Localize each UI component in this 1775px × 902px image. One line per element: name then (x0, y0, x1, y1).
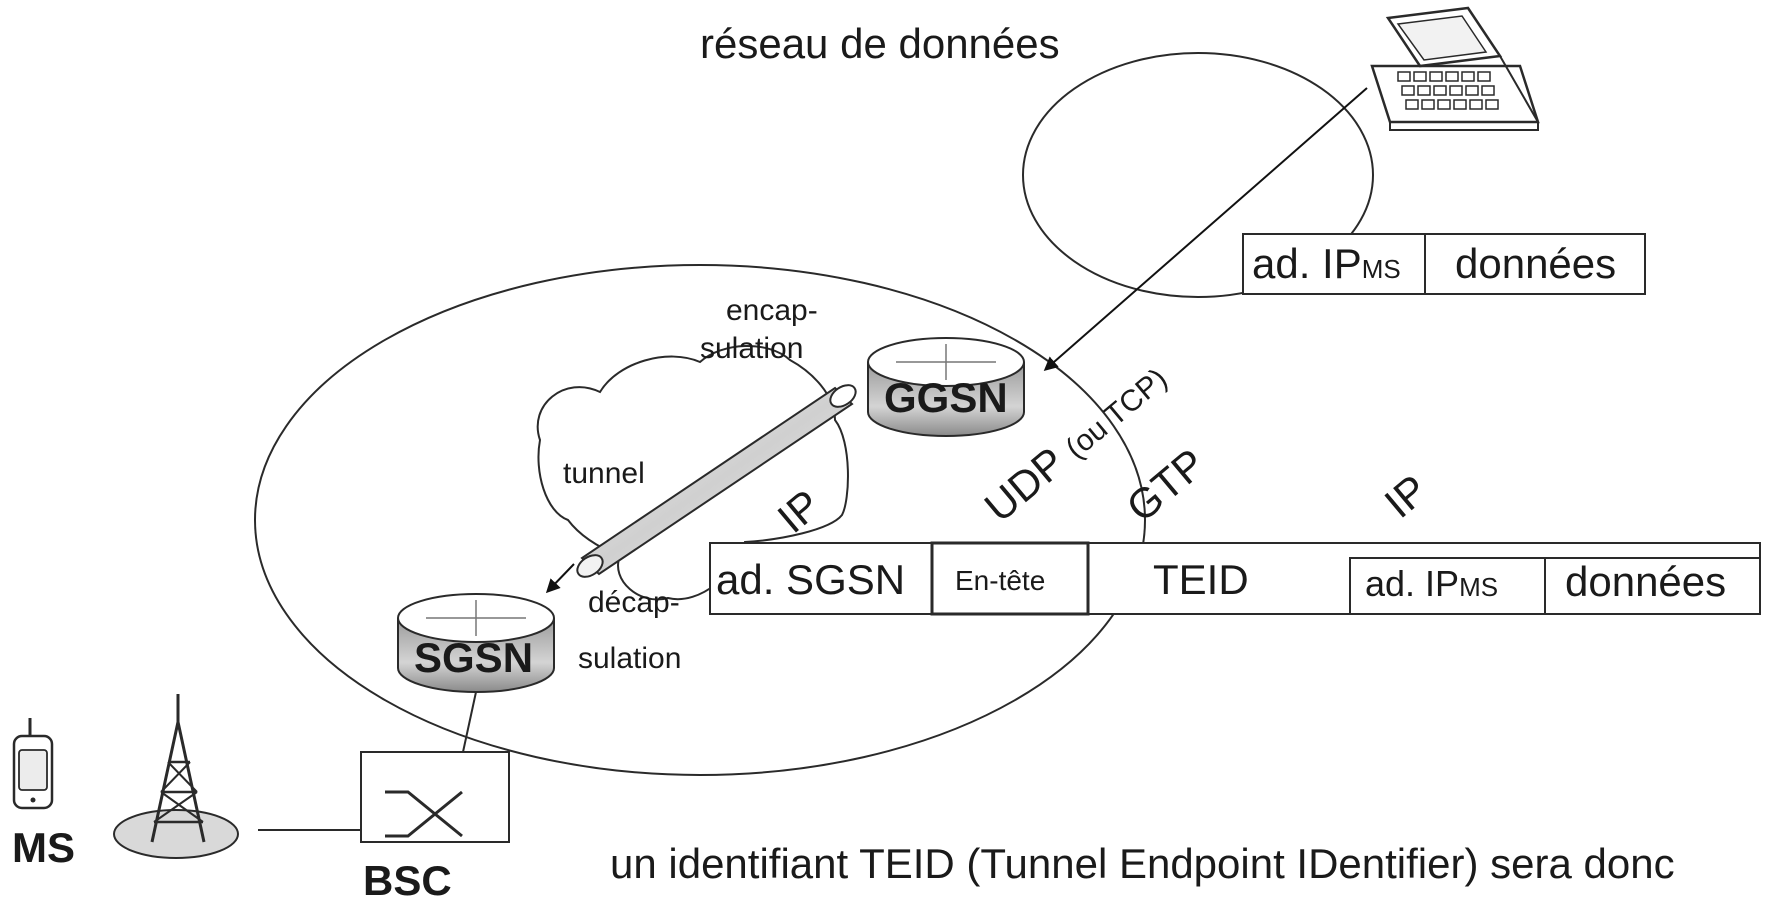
antenna-tower-icon (113, 694, 239, 859)
top-packet: ad. IPMS données (1242, 233, 1646, 295)
arrow-to-sgsn (545, 563, 575, 594)
sgsn-address-field: ad. SGSN (716, 556, 905, 603)
ggsn-router: GGSN (867, 337, 1025, 437)
operator-network-ellipse (254, 264, 1146, 776)
sgsn-bsc-link (462, 691, 477, 753)
sgsn-label: SGSN (414, 634, 533, 681)
data-network-ellipse (1022, 52, 1374, 298)
ms-label: MS (12, 824, 75, 871)
arrow-to-ggsn (1043, 87, 1368, 371)
gtp-label: GTP (1118, 439, 1214, 531)
diagram-title: réseau de données (700, 20, 1060, 67)
gtp-header-field: En-tête (955, 565, 1045, 596)
tunnel-packet: ad. SGSN En-tête TEID ad. IPMS données (709, 541, 1761, 616)
teid-field: TEID (1153, 556, 1249, 603)
tunnel-label: tunnel (563, 457, 645, 490)
encapsulation-label: encap- sulation (700, 294, 826, 365)
laptop-icon (1370, 6, 1540, 131)
top-packet-address: ad. IPMS (1252, 240, 1401, 287)
bsc-node: BSC (360, 751, 510, 902)
tunnel-pipe (576, 384, 857, 578)
inner-payload-field: données (1565, 558, 1726, 605)
caption: un identifiant TEID (Tunnel Endpoint IDe… (610, 840, 1675, 887)
decapsulation-label: décap- sulation (578, 586, 688, 675)
sgsn-router: SGSN (397, 593, 555, 693)
top-packet-payload: données (1455, 240, 1616, 287)
inner-address-field: ad. IPMS (1365, 563, 1498, 604)
bsc-label: BSC (363, 857, 452, 902)
ggsn-label: GGSN (884, 374, 1008, 421)
ip-label-right: IP (1376, 465, 1437, 527)
mobile-phone-icon (12, 718, 54, 810)
